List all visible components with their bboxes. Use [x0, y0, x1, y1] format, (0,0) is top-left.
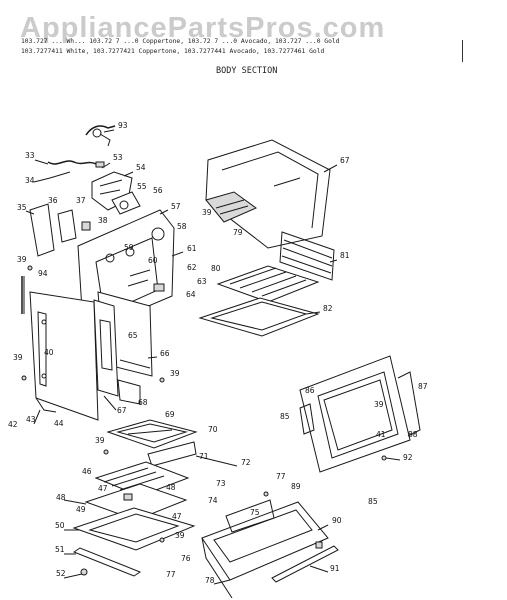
callout-34: 34: [25, 176, 35, 185]
callout-88: 88: [408, 430, 418, 439]
callout-42: 42: [8, 420, 18, 429]
oven-door-frame-85-88: [299, 355, 421, 473]
callout-39: 39: [175, 531, 185, 540]
callout-39: 39: [202, 208, 212, 217]
callout-47: 47: [98, 484, 108, 493]
callout-61: 61: [187, 244, 197, 253]
lower-bracket-68: [103, 379, 141, 411]
callout-74: 74: [208, 496, 218, 505]
callout-35: 35: [17, 203, 27, 212]
callout-76: 76: [181, 554, 191, 563]
callout-38: 38: [98, 216, 108, 225]
callout-39: 39: [17, 255, 27, 264]
section-title: BODY SECTION: [216, 66, 278, 76]
callout-60: 60: [148, 256, 158, 265]
callout-91: 91: [330, 564, 340, 573]
oven-rack-81: [279, 231, 335, 281]
callout-86: 86: [305, 386, 315, 395]
callout-40: 40: [44, 348, 54, 357]
callout-56: 56: [153, 186, 163, 195]
callout-69: 69: [165, 410, 175, 419]
broiler-pan-82: [198, 297, 320, 337]
callout-77: 77: [276, 472, 286, 481]
callout-77: 77: [166, 570, 176, 579]
callout-41: 41: [376, 430, 386, 439]
callout-78: 78: [205, 576, 215, 585]
callout-67: 67: [117, 406, 127, 415]
callout-64: 64: [186, 290, 196, 299]
center-panel-65-66: [93, 291, 153, 397]
callout-51: 51: [55, 545, 65, 554]
callout-47: 47: [172, 512, 182, 521]
callout-59: 59: [124, 243, 134, 252]
callout-48: 48: [56, 493, 66, 502]
page-number-mark: 85: [368, 497, 378, 506]
callout-50: 50: [55, 521, 65, 530]
callout-37: 37: [76, 196, 86, 205]
callout-39: 39: [95, 436, 105, 445]
callout-58: 58: [177, 222, 187, 231]
callout-57: 57: [171, 202, 181, 211]
callout-82: 82: [323, 304, 333, 313]
callout-33: 33: [25, 151, 35, 160]
callout-numbers: 93 53 33 34 54 55 56 57 58 35 36 37 38 39 61 59 60 626364…: [8, 121, 428, 585]
leveler-bar-51: [72, 547, 142, 577]
callout-94: 94: [38, 269, 48, 278]
burner-box-69-71: [106, 419, 198, 467]
callout-85: 85: [280, 412, 290, 421]
power-cord-33: [47, 160, 105, 179]
model-list-line-1: 103.727 ... Wh... 103.72 7 ...0 Copperto…: [21, 38, 340, 45]
drawer-rail-91: [271, 541, 339, 583]
callout-39: 39: [374, 400, 384, 409]
callout-79: 79: [233, 228, 243, 237]
wire-harness-93: [85, 125, 116, 147]
callout-75: 75: [250, 508, 260, 517]
callout-46: 46: [82, 467, 92, 476]
bracket-53-54: [91, 171, 141, 215]
rod-94: [21, 276, 25, 314]
screw-fasteners: [21, 265, 387, 543]
storage-drawer-75-78: [201, 499, 329, 599]
callout-54: 54: [136, 163, 146, 172]
left-side-panel-35: [29, 203, 91, 257]
callout-68: 68: [138, 398, 148, 407]
callout-39: 39: [170, 369, 180, 378]
callout-80: 80: [211, 264, 221, 273]
page-corner-mark: [462, 40, 463, 62]
bottom-tray-50: [72, 507, 196, 551]
callout-87: 87: [418, 382, 428, 391]
callout-89: 89: [291, 482, 301, 491]
callout-93: 93: [118, 121, 128, 130]
callout-90: 90: [332, 516, 342, 525]
callout-44: 44: [54, 419, 64, 428]
callout-63: 63: [197, 277, 207, 286]
model-list-line-2: 103.7277411 White, 103.7277421 Copperton…: [21, 48, 325, 55]
callout-71: 71: [199, 452, 209, 461]
callout-66: 66: [160, 349, 170, 358]
callout-70: 70: [208, 425, 218, 434]
callout-81: 81: [340, 251, 350, 260]
side-panel-40-44: [29, 291, 99, 421]
callout-65: 65: [128, 331, 138, 340]
callout-67: 67: [340, 156, 350, 165]
callout-52: 52: [56, 569, 66, 578]
site-watermark: AppliancePartsPros.com: [20, 12, 386, 44]
callout-36: 36: [48, 196, 58, 205]
broiler-grid-80: [216, 265, 320, 303]
callout-39: 39: [13, 353, 23, 362]
callout-73: 73: [216, 479, 226, 488]
callout-48: 48: [166, 483, 176, 492]
leader-lines: [25, 129, 401, 585]
callout-62: 62: [187, 263, 197, 272]
callout-53: 53: [113, 153, 123, 162]
callout-72: 72: [241, 458, 251, 467]
callout-43: 43: [26, 415, 36, 424]
callout-92: 92: [403, 453, 413, 462]
top-cover-67: [205, 139, 331, 249]
callout-55: 55: [137, 182, 147, 191]
callout-49: 49: [76, 505, 86, 514]
